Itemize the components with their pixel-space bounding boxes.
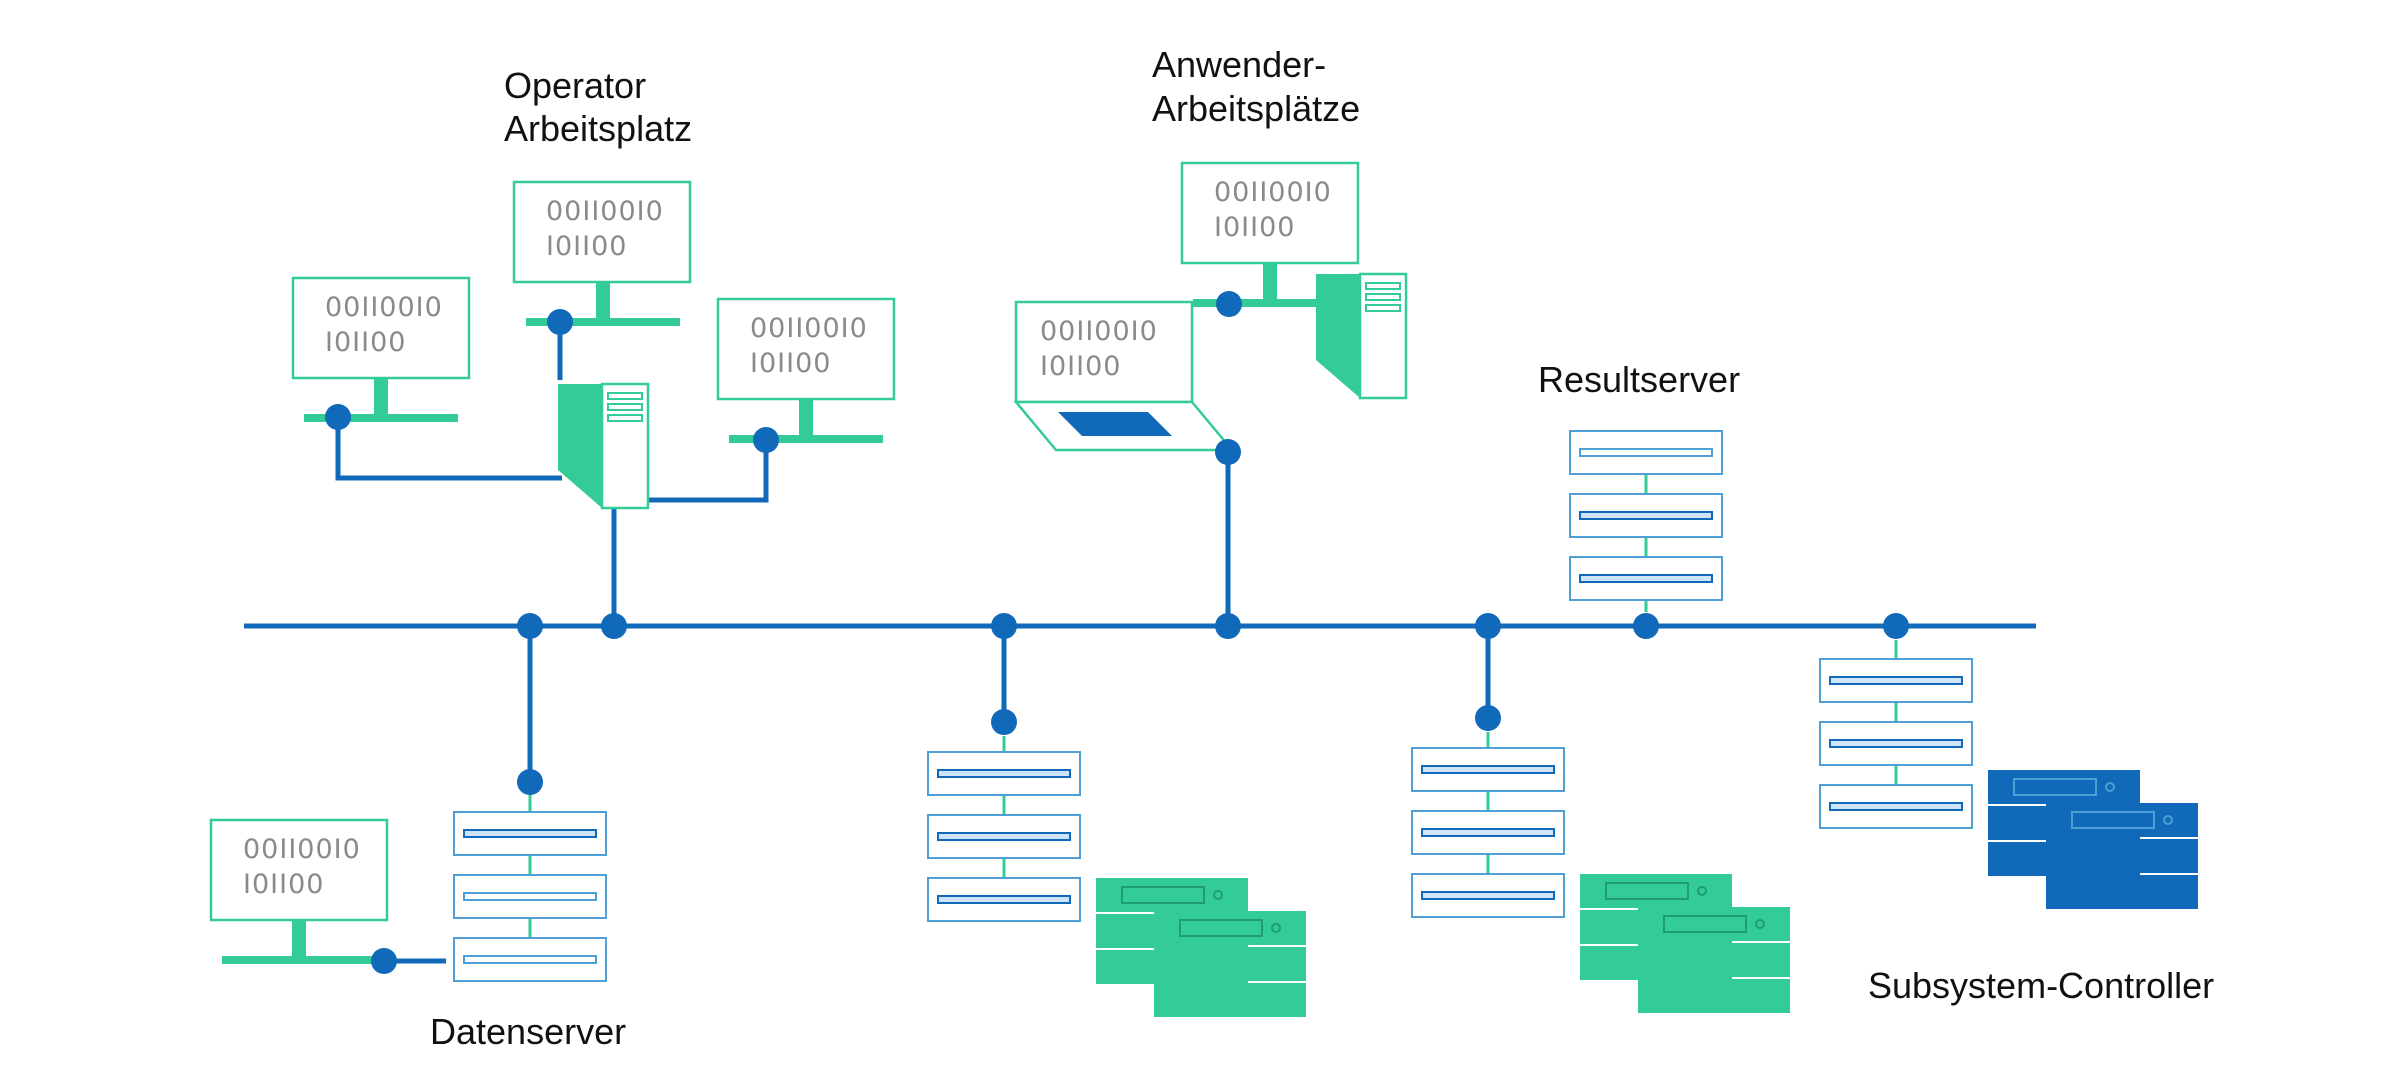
operator-label-line1: Operator xyxy=(504,65,646,106)
controller-rack-blue xyxy=(1988,770,2198,909)
node-datenserver-monitor xyxy=(371,948,397,974)
monitor-binary-line2: I0II00 xyxy=(546,231,627,262)
monitor-binary-line1: 00II00I0 xyxy=(750,313,868,344)
server-unit xyxy=(927,751,1081,796)
monitor-binary-line1: 00II00I0 xyxy=(1040,316,1158,347)
server-unit xyxy=(1411,810,1565,855)
laptop: 00II00I0 I0II00 xyxy=(1013,300,1235,452)
server-unit xyxy=(1569,556,1723,601)
server-unit xyxy=(453,811,607,856)
node-group-2 xyxy=(991,709,1017,735)
server-unit xyxy=(453,937,607,982)
node-bus-subsystem xyxy=(1883,613,1909,639)
monitor-binary-line2: I0II00 xyxy=(243,869,324,900)
user-workstations: Anwender- Arbeitsplätze 00II00I0 I0II00 … xyxy=(1013,44,1408,452)
server-unit xyxy=(1569,430,1723,475)
node-group-3 xyxy=(1475,705,1501,731)
server-group-2 xyxy=(927,736,1306,1017)
monitor-binary-line2: I0II00 xyxy=(1040,351,1121,382)
tower-pc-user xyxy=(1316,272,1408,400)
node-operator-right xyxy=(753,427,779,453)
resultserver-label: Resultserver xyxy=(1538,359,1740,400)
monitor-binary-line2: I0II00 xyxy=(1214,212,1295,243)
connection-nodes xyxy=(325,291,1909,974)
monitor-binary-line1: 00II00I0 xyxy=(546,196,664,227)
node-bus-operator xyxy=(601,613,627,639)
laptop-keyboard xyxy=(1058,412,1172,436)
subsystem-controller: Subsystem-Controller xyxy=(1819,640,2214,1006)
operator-link-right xyxy=(648,440,769,503)
node-operator-top xyxy=(547,309,573,335)
datenserver: Datenserver 00II00I0 I0II00 xyxy=(209,792,626,1052)
node-bus-datenserver xyxy=(517,613,543,639)
node-operator-left xyxy=(325,404,351,430)
node-bus-laptop xyxy=(1215,613,1241,639)
monitor-operator-top: 00II00I0 I0II00 xyxy=(512,180,692,326)
monitor-datenserver: 00II00I0 I0II00 xyxy=(209,818,389,964)
operator-link-left xyxy=(335,417,562,481)
operator-label-line2: Arbeitsplatz xyxy=(504,108,692,149)
monitor-binary-line1: 00II00I0 xyxy=(325,292,443,323)
monitor-operator-right: 00II00I0 I0II00 xyxy=(716,297,896,443)
node-bus-resultserver xyxy=(1633,613,1659,639)
resultserver: Resultserver xyxy=(1538,359,1740,612)
operator-workstation: Operator Arbeitsplatz 00II00I0 I0II00 00… xyxy=(291,65,896,510)
tower-pc-operator xyxy=(558,382,650,510)
server-unit xyxy=(1411,873,1565,918)
server-group-3 xyxy=(1411,732,1790,1013)
server-unit xyxy=(453,874,607,919)
anwender-label-line1: Anwender- xyxy=(1152,44,1326,85)
node-bus-group-2 xyxy=(991,613,1017,639)
monitor-binary-line1: 00II00I0 xyxy=(1214,177,1332,208)
monitor-user: 00II00I0 I0II00 xyxy=(1180,161,1360,307)
anwender-label-line2: Arbeitsplätze xyxy=(1152,88,1360,129)
monitor-binary-line2: I0II00 xyxy=(325,327,406,358)
server-unit xyxy=(1819,784,1973,829)
datenserver-label: Datenserver xyxy=(430,1011,626,1052)
server-unit xyxy=(1569,493,1723,538)
subsystem-controller-label: Subsystem-Controller xyxy=(1868,965,2214,1006)
monitor-binary-line1: 00II00I0 xyxy=(243,834,361,865)
monitor-binary-line2: I0II00 xyxy=(750,348,831,379)
server-unit xyxy=(1411,747,1565,792)
server-unit xyxy=(1819,721,1973,766)
controller-rack-green xyxy=(1580,874,1790,1013)
node-laptop xyxy=(1215,439,1241,465)
server-unit xyxy=(927,814,1081,859)
server-unit xyxy=(927,877,1081,922)
node-datenserver xyxy=(517,769,543,795)
node-bus-group-3 xyxy=(1475,613,1501,639)
server-unit xyxy=(1819,658,1973,703)
controller-rack-green xyxy=(1096,878,1306,1017)
node-user-desktop xyxy=(1216,291,1242,317)
monitor-operator-left: 00II00I0 I0II00 xyxy=(291,276,471,422)
